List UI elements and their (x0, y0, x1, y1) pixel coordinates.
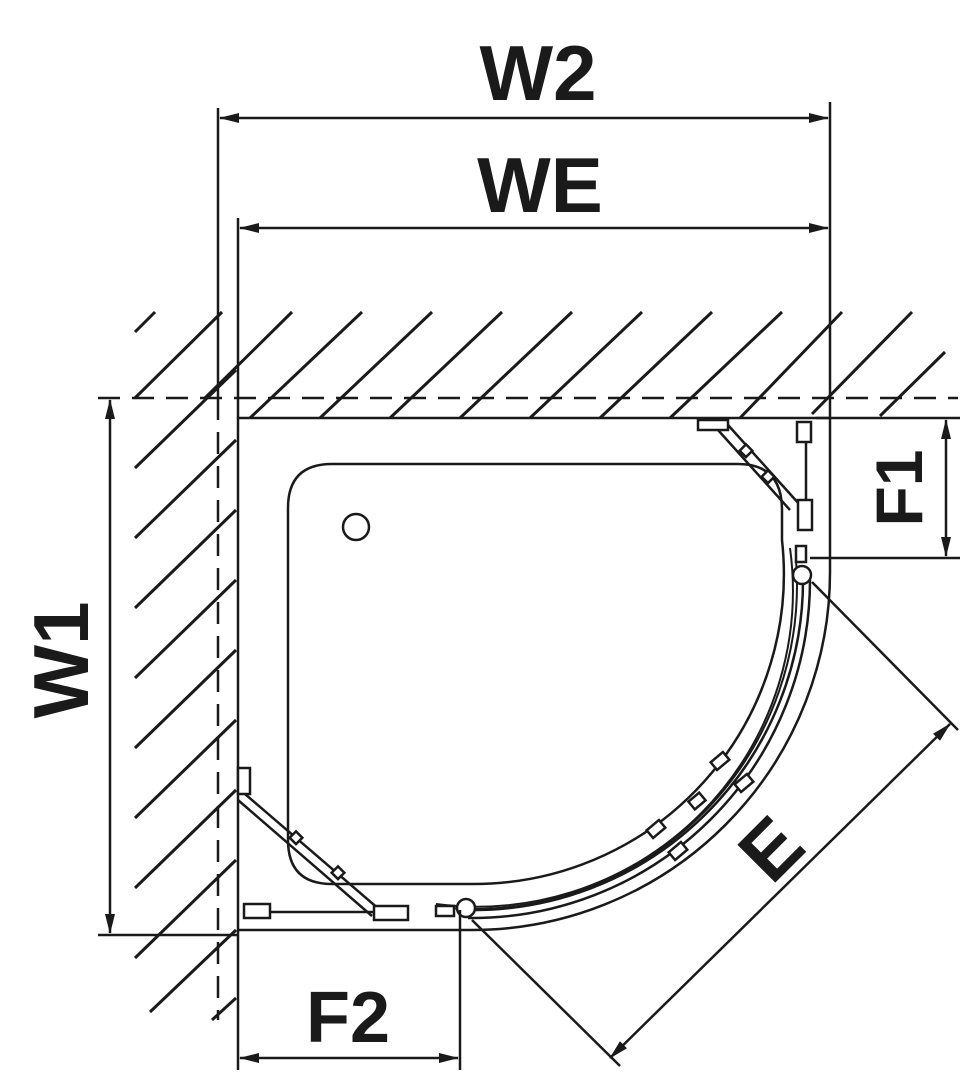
extension-lines (98, 102, 960, 1070)
wall-hatching-left (133, 368, 238, 1022)
dimension-line-e (609, 723, 951, 1059)
wall-hatching-top (133, 310, 947, 420)
fixed-panel-f2 (236, 766, 477, 922)
label-w1: W1 (17, 602, 105, 719)
wall-reference-dashed-lines (98, 396, 958, 1020)
label-w2: W2 (480, 29, 597, 117)
dimension-lines (105, 113, 951, 1063)
label-f2: F2 (306, 978, 390, 1058)
label-we: WE (477, 141, 603, 229)
fixed-panel-f1 (696, 418, 814, 586)
drain-icon (341, 512, 371, 542)
label-f1: F1 (862, 449, 936, 526)
